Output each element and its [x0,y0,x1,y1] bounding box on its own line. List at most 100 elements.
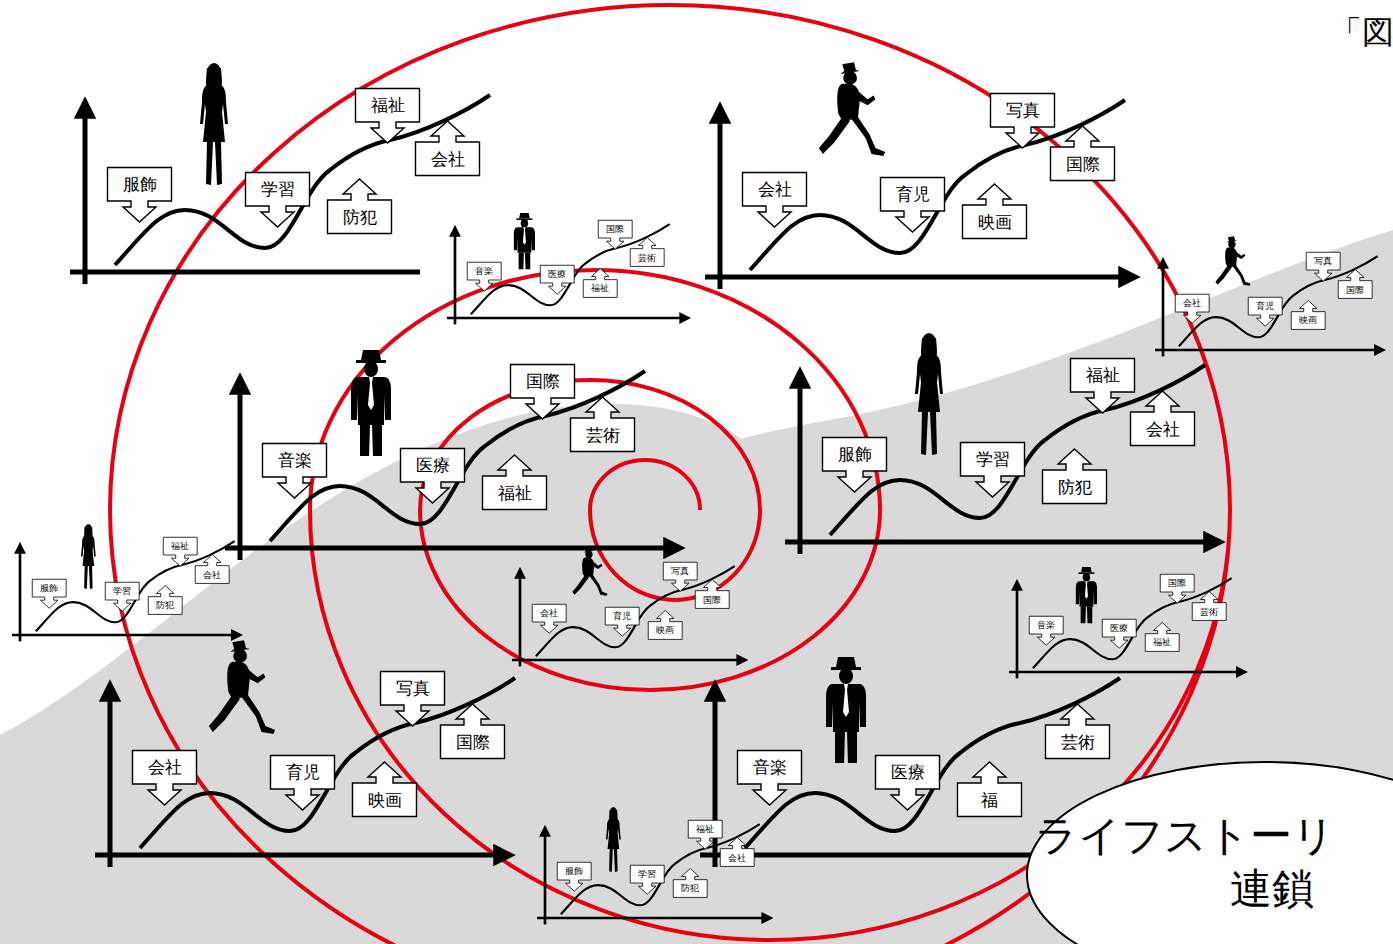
callout-shape [149,586,183,615]
callout-label: 学習 [960,442,1025,476]
callout-box: 写真 [380,671,445,727]
callout-label: 国際 [440,725,505,759]
callout-shape [401,449,465,504]
callout-box: 芸術 [630,237,664,267]
callout-shape [584,269,618,298]
red-spiral [110,5,1230,944]
callout-shape [1146,623,1180,652]
callout-label: 国際 [1160,574,1194,592]
callout-shape [649,611,683,640]
callout-box: 芸術 [570,396,635,452]
callout-label: 会社 [742,172,807,206]
callout-shape [881,178,945,233]
callout-box: 福祉 [583,268,617,298]
callout-shape [1306,253,1340,282]
callout-label: 福祉 [1145,634,1179,652]
callout-box: 育児 [1248,297,1282,327]
callout-box: 会社 [532,604,566,634]
callout-shape [1071,359,1135,414]
callout-shape [688,821,722,850]
callout-shape [1192,592,1226,621]
callout-label: 服飾 [107,167,172,201]
callout-box: 会社 [1175,294,1209,324]
callout-box: 育児 [880,177,945,233]
callout-box: 防犯 [148,585,182,615]
callout-label: 学習 [245,172,310,206]
callout-shape [163,538,197,567]
life-chart [70,63,490,284]
callout-label: 会社 [195,566,229,584]
callout-shape [961,443,1025,498]
callout-box: 医療 [1102,619,1136,649]
callout-box: 写真 [990,93,1055,149]
life-chart [447,213,683,324]
callout-shape [876,756,940,811]
callout-label: 育児 [605,607,639,625]
callout-box: 学習 [960,442,1025,498]
callout-label: 国際 [695,591,729,609]
callout-box: 学習 [245,172,310,228]
callout-shape [663,563,697,592]
callout-outline [1145,622,1179,652]
callout-box: 福祉 [482,454,547,510]
callout-label: 福祉 [688,820,722,838]
callout-shape [963,184,1027,239]
callout-label: 医療 [1102,619,1136,637]
callout-label: 育児 [270,755,335,789]
callout-shape [1046,704,1110,759]
callout-label: 映画 [352,783,417,817]
callout-shape [1131,391,1195,446]
callout-box: 育児 [605,607,639,637]
callout-label: 映画 [962,205,1027,239]
callout-shape [630,865,664,894]
callout-box: 学習 [105,582,139,612]
callout-shape [511,365,575,420]
callout-outline [148,585,182,615]
callout-label: 学習 [630,865,664,883]
callout-shape [720,838,754,867]
callout-box: 服飾 [822,437,887,493]
callout-label: 芸術 [1192,603,1226,621]
callout-shape [441,704,505,759]
callout-box: 育児 [270,755,335,811]
callout-label: 写真 [1306,252,1340,270]
callout-label: 学習 [105,582,139,600]
callout-label: 音楽 [262,443,327,477]
callout-shape [1175,295,1209,324]
callout-shape [991,94,1055,149]
callout-shape [133,751,197,806]
callout-label: 育児 [1248,297,1282,315]
callout-box: 国際 [1160,574,1194,604]
callout-outline [695,579,729,609]
callout-label: 映画 [648,622,682,640]
callout-outline [1291,300,1325,330]
life-chart [705,62,1125,289]
callout-label: 福祉 [482,476,547,510]
life-chart [95,640,515,867]
life-chart [225,350,670,560]
callout-label: 福 [957,783,1022,817]
callout-label: 福祉 [583,280,617,298]
callout-box: 学習 [630,865,664,895]
callout-label: 育児 [880,177,945,211]
callout-box: 映画 [962,183,1027,239]
callout-label: 写真 [990,93,1055,127]
callout-shape [263,444,327,499]
callout-label: 音楽 [1029,616,1063,634]
callout-label: 福祉 [1070,358,1135,392]
callout-label: 防犯 [1042,470,1107,504]
callout-box: 医療 [875,755,940,811]
callout-shape [1160,575,1194,604]
callout-outline [648,610,682,640]
callout-label: 医療 [540,265,574,283]
callout-label: 芸術 [1045,725,1110,759]
callout-box: 服飾 [557,862,591,892]
callout-label: 会社 [1175,294,1209,312]
callout-box: 会社 [415,120,480,176]
callout-shape [823,438,887,493]
callout-label: 会社 [132,750,197,784]
callout-shape [328,179,392,234]
callout-label: 防犯 [673,880,707,898]
callout-box: 福祉 [163,537,197,567]
